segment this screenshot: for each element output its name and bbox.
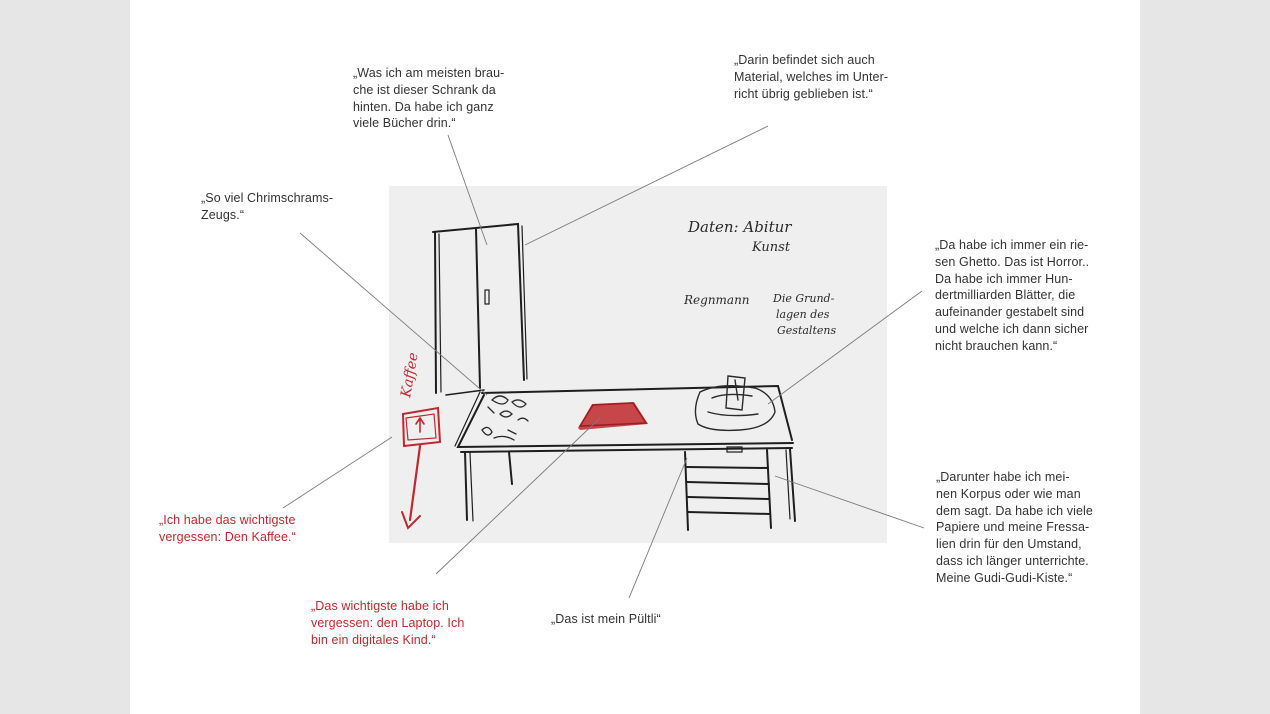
kaffee-label: Kaffee	[398, 351, 422, 399]
leader-korpus	[774, 475, 925, 529]
book-label-line2: lagen des	[776, 308, 830, 321]
quote-korpus: „Darunter habe ich mei- nen Korpus oder …	[936, 470, 1093, 585]
korpus-drawing	[684, 446, 772, 531]
quote-schrank: „Was ich am meisten brau- che ist dieser…	[353, 66, 505, 131]
quote-ghetto: „Da habe ich immer ein rie- sen Ghetto. …	[935, 238, 1090, 353]
paper-pile-drawing	[694, 375, 776, 432]
desk-drawing	[445, 384, 796, 522]
name-label: Regnmann	[683, 293, 750, 307]
quote-laptop: „Das wichtigste habe ich vergessen: den …	[311, 599, 465, 647]
quote-kaffee: „Ich habe das wichtigste vergessen: Den …	[159, 513, 296, 544]
quote-chrimschrams: „So viel Chrimschrams- Zeugs.“	[201, 191, 334, 222]
leader-chrimschrams	[299, 232, 488, 396]
cabinet-drawing	[432, 222, 528, 394]
leader-schrank	[447, 134, 488, 246]
clutter-drawing	[481, 395, 529, 441]
leader-material	[524, 125, 769, 246]
book-label-line3: Gestaltens	[777, 324, 836, 337]
board-label-line1: Daten: Abitur	[687, 218, 792, 236]
quote-material: „Darin befindet sich auch Material, welc…	[734, 53, 889, 101]
leader-kaffee	[282, 436, 393, 509]
leader-pueltli	[628, 457, 688, 599]
coffee-drawing	[401, 406, 442, 530]
book-label-line1: Die Grund-	[772, 292, 835, 305]
laptop-drawing	[578, 402, 648, 430]
leader-ghetto	[767, 290, 923, 405]
quote-pueltli: „Das ist mein Pültli“	[551, 612, 661, 626]
leader-laptop	[435, 417, 601, 575]
leader-lines	[282, 125, 925, 599]
sketch-area	[389, 186, 887, 543]
board-label-line2: Kunst	[751, 240, 791, 255]
